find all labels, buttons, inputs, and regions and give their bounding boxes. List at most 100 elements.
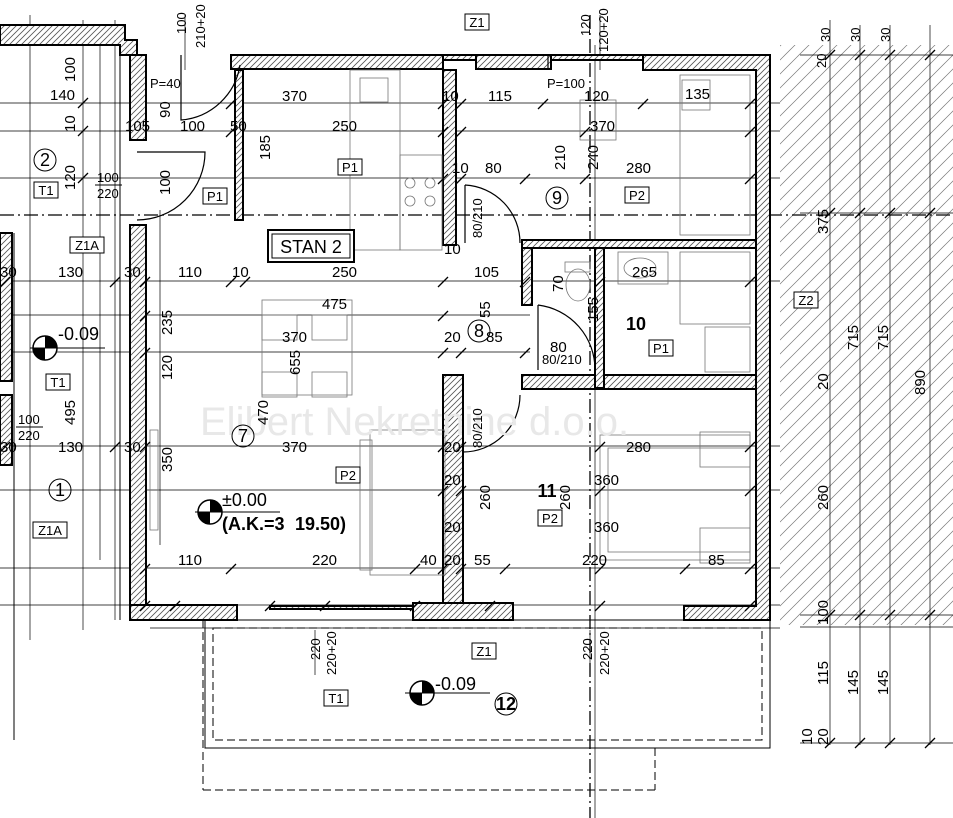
dim-50: 50 xyxy=(230,118,247,135)
level-main-ak2: 19.50) xyxy=(295,514,346,534)
dim-left-100-b: 100 xyxy=(180,118,205,135)
dim-210: 210 xyxy=(552,145,569,170)
dim-top-20: 20 xyxy=(814,54,829,68)
dim-470: 470 xyxy=(255,400,272,425)
door-label-80-210-c: 80/210 xyxy=(542,352,582,367)
level-marker-main: ±0.00 (A.K.=3 19.50) xyxy=(195,490,346,534)
dim-10-r: 10 xyxy=(799,728,816,745)
room-number-12: 12 xyxy=(496,694,516,714)
dim-145-a: 145 xyxy=(845,670,862,695)
door-labels: P=40 P=100 100 220 100 220 80/210 xyxy=(16,76,585,443)
exterior-hatched-area xyxy=(780,45,953,625)
dim-top-120: 120 xyxy=(578,14,593,36)
dim-370-a: 370 xyxy=(282,88,307,105)
tag-p1-kitchen: P1 xyxy=(342,160,358,175)
dim-top-210-20: 210+20 xyxy=(193,4,208,48)
dim-235: 235 xyxy=(159,310,176,335)
room-number-11: 11 xyxy=(537,481,556,501)
dim-20-b: 20 xyxy=(444,439,461,456)
room-number-2: 2 xyxy=(40,150,50,170)
tag-z1-bottom: Z1 xyxy=(476,644,491,659)
tag-p2-living: P2 xyxy=(340,468,356,483)
dim-20-d: 20 xyxy=(444,519,461,536)
tag-p1-room10: P1 xyxy=(653,341,669,356)
dim-110-b: 110 xyxy=(178,552,202,569)
dim-110-a: 110 xyxy=(178,264,202,281)
dim-20-a: 20 xyxy=(444,329,461,346)
dim-top-100: 100 xyxy=(174,12,189,34)
room-number-1: 1 xyxy=(55,480,65,500)
tag-t1-room1: T1 xyxy=(50,375,65,390)
dim-20-r3: 20 xyxy=(815,728,832,745)
door-label-p100: P=100 xyxy=(547,76,585,91)
material-tags: Z1 Z1 Z2 Z1A Z1A T1 T1 T1 P1 P1 P1 P2 P2… xyxy=(32,13,819,707)
dim-55-b: 55 xyxy=(474,552,491,569)
tag-z1a-lower: Z1A xyxy=(38,523,62,538)
dim-105: 105 xyxy=(474,264,499,281)
dim-250-b: 250 xyxy=(332,264,357,281)
exterior-walls xyxy=(129,54,771,621)
room-number-8: 8 xyxy=(474,321,484,341)
dim-220: 220 xyxy=(312,552,337,569)
dim-bot-220-20: 220+20 xyxy=(324,631,339,675)
level-main-value: ±0.00 xyxy=(222,490,267,510)
dim-left-100-c: 100 xyxy=(157,170,174,195)
tag-z1-top: Z1 xyxy=(469,15,484,30)
dim-85-b: 85 xyxy=(708,552,725,569)
interior-walls xyxy=(234,69,757,604)
level-marker-left: -0.09 xyxy=(30,324,105,361)
dim-top-120-20: 120+20 xyxy=(596,8,611,52)
dim-260-a: 260 xyxy=(477,485,494,510)
dim-80: 80 xyxy=(485,160,502,177)
tag-t1-room2: T1 xyxy=(38,183,53,198)
dim-bot-220: 220 xyxy=(308,638,323,660)
dim-left-130-a: 130 xyxy=(58,264,83,281)
dim-20-e: 20 xyxy=(444,552,461,569)
dim-10-b: 10 xyxy=(452,160,469,177)
dim-80-210-v: 80/210 xyxy=(470,198,485,238)
room-number-9: 9 xyxy=(552,188,562,208)
dim-475: 475 xyxy=(322,296,347,313)
dim-top-30c: 30 xyxy=(878,28,893,42)
level-markers: -0.09 ±0.00 (A.K.=3 19.50) -0.09 xyxy=(30,324,490,706)
dim-bot-220-20b: 220+20 xyxy=(597,631,612,675)
dim-115: 115 xyxy=(488,88,512,105)
door-label-p40: P=40 xyxy=(150,76,181,91)
door-label-220-a: 220 xyxy=(97,186,119,201)
tag-t1-terrace: T1 xyxy=(328,691,343,706)
dim-120-hall: 120 xyxy=(584,88,609,105)
dim-370-c: 370 xyxy=(282,329,307,346)
dim-top-30a: 30 xyxy=(818,28,833,42)
furniture xyxy=(149,69,751,576)
dim-bot-220b: 220 xyxy=(580,638,595,660)
watermark-text: Elibert Nekretnine d.o.o. xyxy=(200,400,629,444)
door-label-100-a: 100 xyxy=(97,170,119,185)
level-terrace-value: -0.09 xyxy=(435,674,476,694)
dim-10-c: 10 xyxy=(444,241,461,258)
dim-715-b: 715 xyxy=(875,325,892,350)
dim-left-30-c: 30 xyxy=(0,439,17,456)
dim-655: 655 xyxy=(287,350,304,375)
dim-left-30-d: 30 xyxy=(124,439,141,456)
dim-280-a: 280 xyxy=(626,160,651,177)
dim-left-140: 140 xyxy=(50,87,75,104)
room-number-10: 10 xyxy=(626,314,646,334)
dim-20-r: 20 xyxy=(815,373,832,390)
axis-lines xyxy=(0,15,953,818)
dim-80-b: 80 xyxy=(550,339,567,356)
dimension-ticks xyxy=(0,49,936,749)
dim-265: 265 xyxy=(632,264,657,281)
apartment-label: STAN 2 xyxy=(280,237,342,257)
dim-10-d: 10 xyxy=(232,264,249,281)
dim-left-120: 120 xyxy=(62,165,79,190)
dim-115-r: 115 xyxy=(815,661,832,685)
dim-100-r: 100 xyxy=(815,600,832,625)
dim-185: 185 xyxy=(257,135,274,160)
dim-350: 350 xyxy=(159,447,176,472)
dim-20-c: 20 xyxy=(444,472,461,489)
dim-40: 40 xyxy=(420,552,437,569)
dim-360-a: 360 xyxy=(594,472,619,489)
dim-left-100-a: 100 xyxy=(62,57,79,82)
